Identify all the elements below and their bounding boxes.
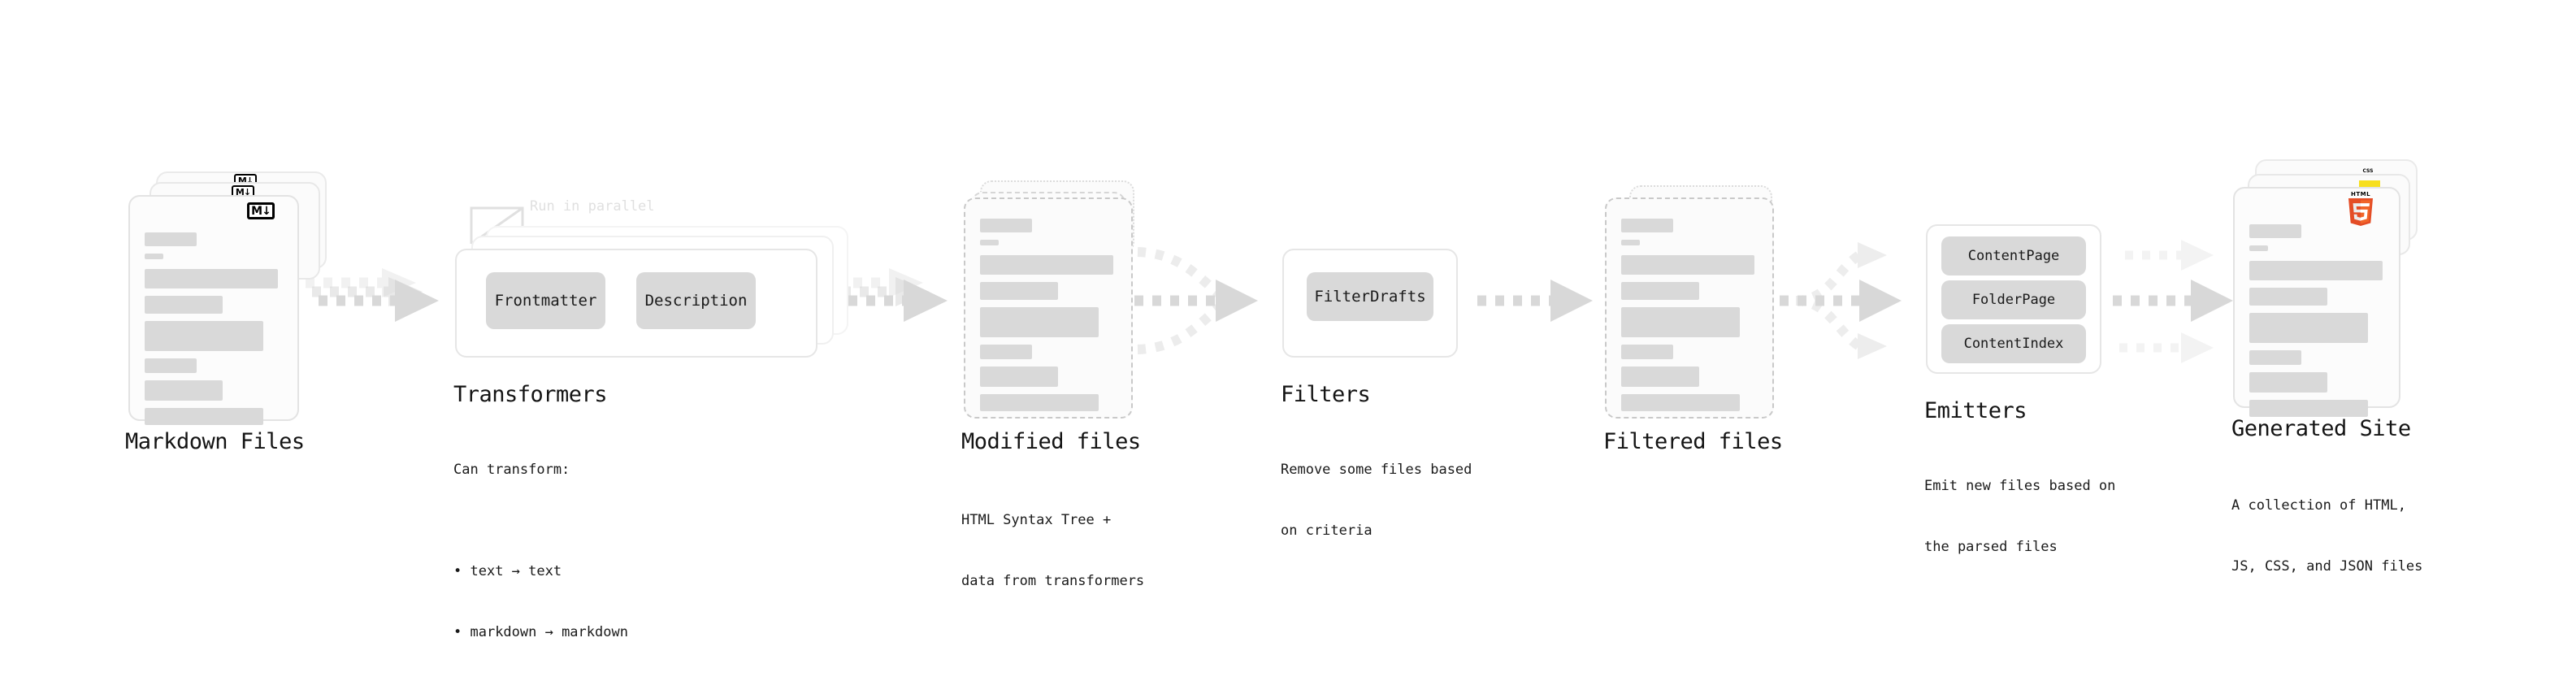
emitters-description: Emit new files based on the parsed files <box>1924 436 2115 598</box>
stage-title-generated-site: Generated Site <box>2231 416 2411 441</box>
markdown-card-content <box>145 232 286 432</box>
markdown-card-front <box>128 195 299 425</box>
modified-files-sub-line-1: HTML Syntax Tree + <box>961 512 1112 528</box>
filtered-card-content <box>1621 219 1761 419</box>
emitters-sub-line-1: Emit new files based on <box>1924 478 2116 494</box>
pill-contentindex-label: ContentIndex <box>1963 336 2064 352</box>
transformers-list-item-1: text → text <box>453 562 628 582</box>
generated-site-description: A collection of HTML, JS, CSS, and JSON … <box>2231 455 2422 618</box>
pill-description[interactable]: Description <box>636 272 756 329</box>
modified-card-front <box>964 197 1133 419</box>
modified-card-content <box>980 219 1120 419</box>
arrow-emitters-to-site <box>2113 240 2233 363</box>
markdown-icon-front: M↓ <box>247 202 275 219</box>
html5-icon-label: HTML <box>2350 191 2371 197</box>
pill-contentindex[interactable]: ContentIndex <box>1941 324 2086 363</box>
modified-files-description: HTML Syntax Tree + data from transformer… <box>961 470 1144 632</box>
pill-contentpage[interactable]: ContentPage <box>1941 236 2086 275</box>
filters-description: Remove some files based on criteria <box>1281 419 1472 582</box>
filtered-card-front <box>1605 197 1774 419</box>
arrow-filters-to-filtered <box>1477 280 1593 322</box>
stage-title-filtered-files: Filtered files <box>1603 429 1783 454</box>
arrow-modified-to-filters <box>1134 247 1258 354</box>
run-in-parallel-label: Run in parallel <box>530 198 655 215</box>
generated-site-sub-line-2: JS, CSS, and JSON files <box>2231 558 2423 575</box>
filters-sub-line-2: on criteria <box>1281 523 1373 539</box>
transformers-heading: Can transform: <box>453 462 570 478</box>
stage-title-emitters: Emitters <box>1924 398 2027 423</box>
css-icon-label: CSS <box>2362 168 2374 174</box>
pill-folderpage[interactable]: FolderPage <box>1941 280 2086 319</box>
stage-title-transformers: Transformers <box>453 382 608 407</box>
transformers-list: text → text markdown → markdown html → h… <box>453 521 628 681</box>
stage-title-modified-files: Modified files <box>961 429 1141 454</box>
pill-contentpage-label: ContentPage <box>1967 248 2060 264</box>
pill-description-label: Description <box>644 292 748 310</box>
transformers-list-item-2: markdown → markdown <box>453 622 627 643</box>
transformers-description: Can transform: text → text markdown → ma… <box>453 419 628 681</box>
arrow-markdown-to-transformers <box>306 268 439 322</box>
emitters-sub-line-2: the parsed files <box>1924 539 2058 555</box>
pill-frontmatter-label: Frontmatter <box>494 292 597 310</box>
generated-site-sub-line-1: A collection of HTML, <box>2231 497 2406 514</box>
pill-filterdrafts-label: FilterDrafts <box>1314 288 1426 306</box>
pill-filterdrafts[interactable]: FilterDrafts <box>1307 272 1433 321</box>
site-card-front <box>2233 187 2400 417</box>
filters-sub-line-1: Remove some files based <box>1281 462 1472 478</box>
pill-folderpage-label: FolderPage <box>1971 292 2056 308</box>
arrow-filtered-to-emitters <box>1780 242 1902 359</box>
html5-icon: HTML <box>2347 192 2374 226</box>
site-card-content <box>2249 224 2387 424</box>
modified-files-sub-line-2: data from transformers <box>961 573 1145 589</box>
stage-title-markdown-files: Markdown Files <box>125 429 305 454</box>
stage-title-filters: Filters <box>1281 382 1371 407</box>
pill-frontmatter[interactable]: Frontmatter <box>486 272 605 329</box>
